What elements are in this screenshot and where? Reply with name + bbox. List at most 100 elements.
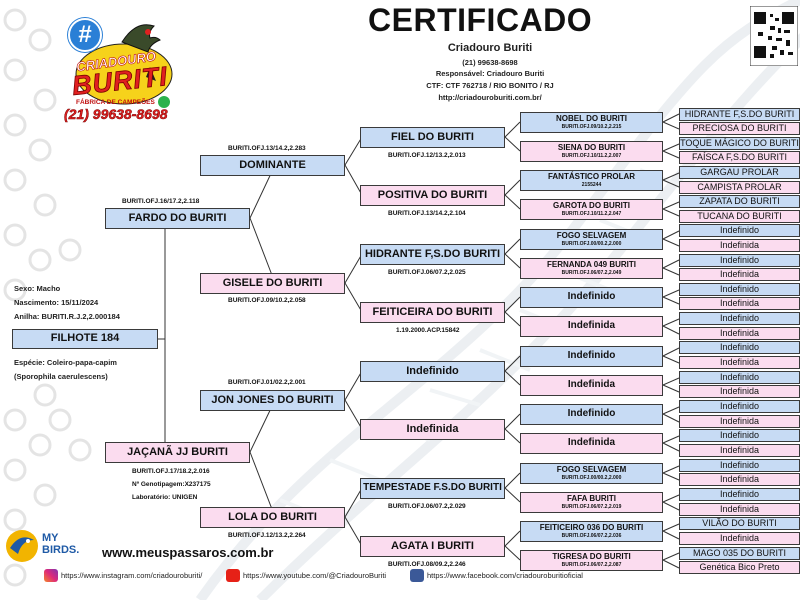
youtube-icon [226, 569, 240, 582]
subject-birth-date: Nascimento: 15/11/2024 [14, 298, 99, 307]
gen5-ancestor: PRECIOSA DO BURITI [679, 122, 800, 135]
gen5-ancestor: Indefinida [679, 415, 800, 428]
father-registration: BURITI.OFJ.16/17.2,2.118 [122, 198, 200, 205]
facebook-icon [410, 569, 424, 582]
gen3-registration: 1.19.2000.ACP.15842 [396, 327, 460, 334]
gen5-ancestor: ZAPATA DO BURITI [679, 195, 800, 208]
gen3-registration: BURITI.OFJ.12/13.2,2.013 [388, 152, 466, 159]
gen2-ancestor-name: GISELE DO BURITI [200, 273, 345, 294]
facebook-link[interactable]: https://www.facebook.com/criadouroburiti… [410, 569, 583, 582]
gen5-ancestor: Indefinido [679, 488, 800, 501]
subject-sex: Sexo: Macho [14, 284, 61, 293]
logo-tagline: FÁBRICA DE CAMPEÕES [76, 99, 155, 106]
certificate-title: CERTIFICADO [368, 2, 593, 38]
gen3-ancestor-name: Indefinida [360, 419, 505, 440]
gen5-ancestor: CAMPISTA PROLAR [679, 181, 800, 194]
mother-laboratory: Laboratório: UNIGEN [132, 494, 198, 501]
gen4-registration: BURITI.OFJ.00/00.2,2.000 [561, 240, 622, 247]
gen4-ancestor-name: GAROTA DO BURITI [553, 201, 630, 211]
breeder-site[interactable]: http://criadouroburiti.com.br/ [438, 93, 542, 102]
gen4-ancestor-name: FANTÁSTICO PROLAR [547, 172, 636, 182]
gen5-ancestor: Indefinida [679, 327, 800, 340]
gen3-ancestor-name: FEITICEIRA DO BURITI [360, 302, 505, 323]
gen4-registration: BURITI.OFJ.09/10.2,2.215 [561, 123, 622, 130]
gen5-ancestor: Indefinida [679, 444, 800, 457]
gen4-registration: BURITI.OFJ.10/11.2,2.007 [561, 152, 622, 159]
gen3-ancestor-name: HIDRANTE F,S.DO BURITI [360, 244, 505, 265]
youtube-link[interactable]: https://www.youtube.com/@CriadouroBuriti [226, 569, 386, 582]
hash-badge: # [68, 18, 102, 52]
gen2-registration: BURITI.OFJ.13/14.2,2.283 [228, 145, 306, 152]
gen4-ancestor-name: FOGO SELVAGEM [556, 231, 627, 241]
gen4-ancestor-name: Indefinida [520, 433, 663, 454]
gen5-ancestor: Indefinido [679, 254, 800, 267]
gen5-ancestor: Genética Bico Preto [679, 561, 800, 574]
gen5-ancestor: VILÃO DO BURITI [679, 517, 800, 530]
subject-species: Espécie: Coleiro-papa-capim [14, 358, 117, 367]
gen4-ancestor-name: TIGRESA DO BURITI [552, 552, 631, 562]
instagram-url: https://www.instagram.com/criadouroburit… [61, 571, 203, 580]
gen5-ancestor: Indefinido [679, 371, 800, 384]
gen4-ancestor-name: FOGO SELVAGEM [556, 465, 627, 475]
gen5-ancestor: Indefinida [679, 239, 800, 252]
gen4-ancestor-name: FERNANDA 049 BURITI [546, 260, 637, 270]
gen4-ancestor-name: Indefinido [520, 287, 663, 308]
gen2-ancestor-name: DOMINANTE [200, 155, 345, 176]
subject-name-box: FILHOTE 184 [12, 329, 158, 349]
gen4-registration: BURITI.OFJ.10/11.2,2.047 [561, 210, 622, 217]
bird-logo-illustration [75, 24, 173, 105]
gen5-ancestor: Indefinido [679, 283, 800, 296]
gen5-ancestor: Indefinido [679, 429, 800, 442]
mother-registration: BURITI.OFJ.17/18.2,2.016 [132, 468, 210, 475]
gen3-registration: BURITI.OFJ.06/07.2,2.029 [388, 503, 466, 510]
gen5-ancestor: GARGAU PROLAR [679, 166, 800, 179]
gen2-ancestor-name: JON JONES DO BURITI [200, 390, 345, 411]
gen4-ancestor-name: Indefinido [520, 404, 663, 425]
gen4-ancestor-name: Indefinida [520, 316, 663, 337]
gen5-ancestor: TOQUE MÁGICO DO BURITI [679, 137, 800, 150]
gen5-ancestor: TUCANA DO BURITI [679, 210, 800, 223]
gen4-registration: 2155244 [581, 181, 602, 188]
gen5-ancestor: Indefinido [679, 312, 800, 325]
gen2-registration: BURITI.OFJ.09/10.2,2.058 [228, 297, 306, 304]
meuspassaros-link[interactable]: www.meuspassaros.com.br [102, 545, 274, 560]
breeder-logo: # CRIADOURO BURITI FÁBRICA DE CAMPEÕES [62, 12, 180, 122]
gen2-registration: BURITI.OFJ.01/02.2,2.001 [228, 379, 306, 386]
whatsapp-icon [158, 96, 170, 108]
gen3-registration: BURITI.OFJ.08/09.2,2.246 [388, 561, 466, 568]
gen5-ancestor: Indefinida [679, 532, 800, 545]
mybirds-brand-bottom: BIRDS. [42, 544, 80, 556]
breeder-phone: (21) 99638-8698 [462, 58, 518, 67]
gen3-registration: BURITI.OFJ.06/07.2,2.025 [388, 269, 466, 276]
mybirds-brand-top: MY [42, 532, 59, 544]
gen2-ancestor-name: LOLA DO BURITI [200, 507, 345, 528]
gen3-ancestor-name: Indefinido [360, 361, 505, 382]
gen4-ancestor-name: Indefinido [520, 346, 663, 367]
gen4-registration: BURITI.OFJ.06/07.2,2.087 [561, 561, 622, 568]
mother-genotyping: Nº Genotipagem:X237175 [132, 481, 211, 488]
gen3-ancestor-name: TEMPESTADE F.S.DO BURITI [360, 478, 505, 499]
subject-ring: Anilha: BURITI.R.J.2,2.000184 [14, 312, 120, 321]
gen4-registration: BURITI.OFJ.06/07.2,2.019 [561, 503, 622, 510]
gen4-ancestor-name: FEITICEIRO 036 DO BURITI [539, 523, 644, 533]
gen3-ancestor-name: POSITIVA DO BURITI [360, 185, 505, 206]
gen5-ancestor: Indefinida [679, 473, 800, 486]
background-circles-decoration [3, 8, 92, 587]
gen4-ancestor-name: NOBEL DO BURITI [556, 114, 627, 124]
subject-scientific-name: (Sporophila caerulescens) [14, 372, 108, 381]
breeder-ctf: CTF: CTF 762718 / RIO BONITO / RJ [426, 81, 554, 90]
gen2-registration: BURITI.OFJ.12/13.2,2.264 [228, 532, 306, 539]
gen4-ancestor-name: SIENA DO BURITI [557, 143, 626, 153]
breeder-name: Criadouro Buriti [447, 42, 533, 54]
instagram-link[interactable]: https://www.instagram.com/criadouroburit… [44, 569, 202, 582]
gen5-ancestor: MAGO 035 DO BURITI [679, 547, 800, 560]
gen4-registration: BURITI.OFJ.06/07.2,2.036 [561, 532, 622, 539]
